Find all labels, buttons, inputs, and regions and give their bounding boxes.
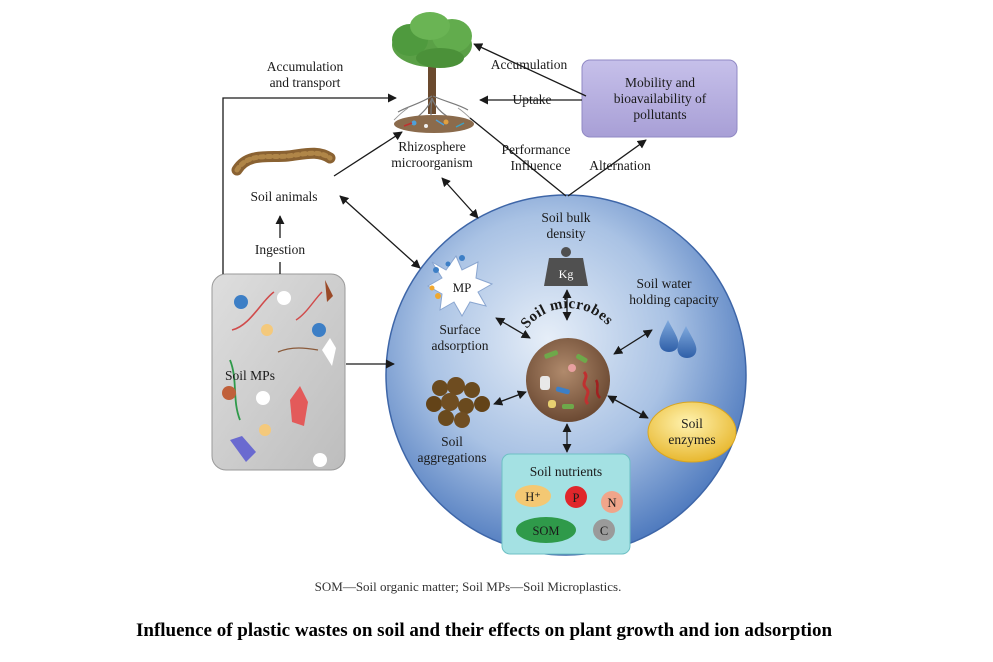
mobility-label-3: pollutants [633, 107, 686, 122]
surface-adsorption-label-2: adsorption [432, 338, 489, 353]
nutrient-h [515, 485, 551, 507]
kg-label: Kg [559, 267, 574, 281]
tree-icon [392, 12, 474, 133]
ingestion-label: Ingestion [255, 242, 305, 257]
surface-adsorption-label-1: Surface [439, 322, 480, 337]
soil-mps-label: Soil MPs [225, 368, 275, 383]
mp-burst-icon [426, 254, 494, 318]
figure-title: Influence of plastic wastes on soil and … [136, 620, 832, 641]
mobility-label-2: bioavailability of [614, 91, 707, 106]
enzymes-ellipse [647, 401, 737, 463]
performance-label-2: Influence [511, 158, 562, 173]
nutrient-som [516, 517, 576, 543]
arrow-microbes-aggregations [493, 390, 527, 406]
figure-caption: SOM—Soil organic matter; Soil MPs—Soil M… [315, 579, 622, 594]
arrow-performance-influence [469, 117, 567, 197]
nutrient-n [601, 491, 623, 513]
aggregate-balls-icon [426, 377, 490, 428]
enzymes-label-2: enzymes [668, 432, 715, 447]
nutrient-c [593, 519, 615, 541]
bulk-density-label-1: Soil bulk [541, 210, 590, 225]
microbe-cluster-icon [526, 338, 610, 422]
arrow-accumulation [473, 43, 587, 97]
aggregations-label-1: Soil [441, 434, 463, 449]
arrow-rhizosphere-circle [441, 177, 479, 219]
nutrient-p [565, 486, 587, 508]
worm-icon [231, 147, 336, 176]
arrow-microbes-mp [495, 317, 531, 339]
nutrients-title: Soil nutrients [530, 464, 602, 479]
aggregations-label-2: aggregations [418, 450, 487, 465]
arrow-microbes-water [613, 329, 653, 355]
nutrient-n-label: N [607, 496, 616, 510]
nutrient-c-label: C [600, 524, 608, 538]
bulk-density-label-2: density [547, 226, 586, 241]
microplastic-particles [222, 280, 336, 467]
arrow-animals-rhizosphere [333, 131, 403, 177]
mp-label: MP [453, 280, 472, 295]
water-label-2: holding capacity [629, 292, 719, 307]
alternation-label: Alternation [589, 158, 651, 173]
performance-label-1: Performance [502, 142, 571, 157]
nutrient-h-label: H⁺ [525, 490, 541, 504]
enzymes-label-1: Soil [681, 416, 703, 431]
water-drop-icon [659, 320, 697, 358]
rhizosphere-label-2: microorganism [391, 155, 473, 170]
mobility-box [581, 59, 738, 138]
arrow-microbes-enzymes [607, 395, 649, 419]
water-label-1: Soil water [636, 276, 692, 291]
arrow-animals-mp [339, 195, 421, 269]
rhizosphere-label-1: Rhizosphere [398, 139, 465, 154]
accumulation-transport-label-2: and transport [270, 75, 341, 90]
arrow-alternation [567, 139, 647, 197]
mobility-label-1: Mobility and [625, 75, 695, 90]
nutrient-p-label: P [573, 491, 580, 505]
soil-animals-label: Soil animals [250, 189, 317, 204]
accumulation-transport-label-1: Accumulation [267, 59, 344, 74]
arrow-accumulation-transport [222, 93, 397, 274]
weight-icon [544, 247, 588, 286]
nutrient-som-label: SOM [532, 524, 559, 538]
